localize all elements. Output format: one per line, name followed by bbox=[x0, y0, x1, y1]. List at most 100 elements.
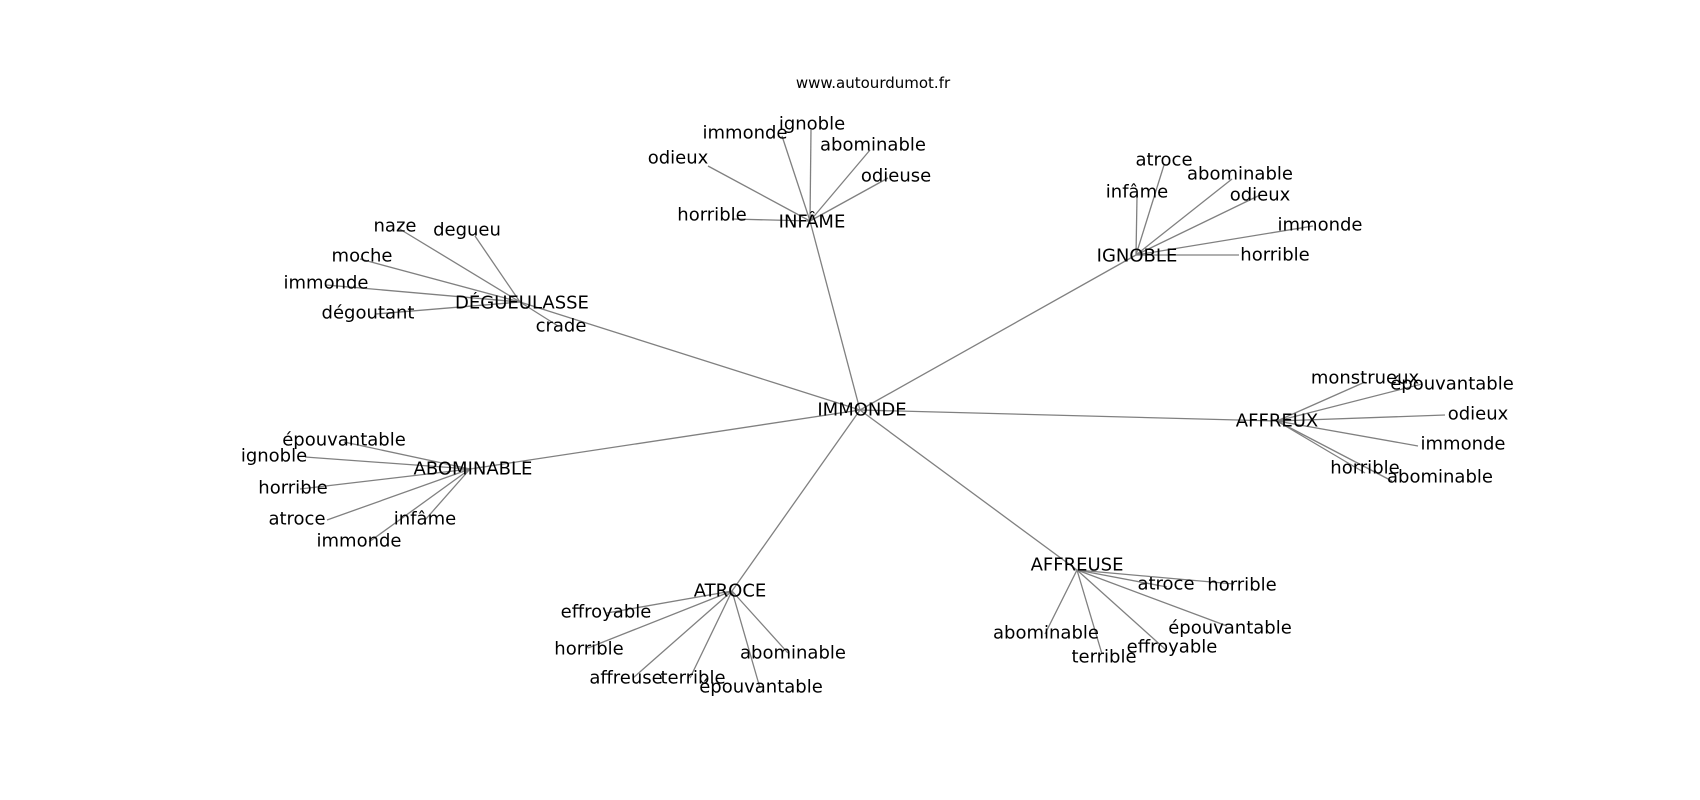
hub-node-label: ATROCE bbox=[694, 581, 767, 602]
leaf-node-label: épouvantable bbox=[1390, 374, 1514, 395]
leaf-edge-5-4 bbox=[1076, 569, 1166, 650]
leaf-edge-0-0 bbox=[781, 135, 811, 222]
center-node-label: IMMONDE bbox=[817, 400, 906, 421]
leaf-node-label: horrible bbox=[677, 205, 746, 226]
hub-node-label: AFFREUX bbox=[1236, 411, 1318, 432]
hub-node-label: DÉGUEULASSE bbox=[455, 292, 589, 314]
leaf-edge-4-0 bbox=[343, 441, 471, 470]
hub-edge-5 bbox=[859, 409, 1078, 571]
leaf-node-label: horrible bbox=[1330, 458, 1399, 479]
graph-edges bbox=[299, 129, 1446, 689]
leaf-node-label: atroce bbox=[268, 509, 325, 530]
leaf-node-label: infâme bbox=[394, 509, 456, 530]
leaf-edge-2-4 bbox=[375, 301, 521, 315]
leaf-node-label: effroyable bbox=[1127, 637, 1218, 658]
leaf-edge-6-3 bbox=[632, 590, 733, 679]
leaf-node-label: abominable bbox=[993, 623, 1099, 644]
leaf-edge-6-1 bbox=[587, 590, 733, 649]
hub-node-label: INFÂME bbox=[779, 211, 846, 233]
leaf-node-label: horrible bbox=[554, 639, 623, 660]
leaf-node-label: naze bbox=[374, 216, 417, 237]
leaf-edge-6-2 bbox=[731, 590, 789, 654]
leaf-node-label: infâme bbox=[1106, 182, 1168, 203]
leaf-node-label: immonde bbox=[1278, 215, 1363, 236]
leaf-node-label: effroyable bbox=[561, 602, 652, 623]
leaf-node-label: immonde bbox=[1421, 434, 1506, 455]
leaf-node-label: odieux bbox=[1448, 404, 1509, 425]
hub-node-label: IGNOBLE bbox=[1097, 246, 1178, 267]
leaf-edge-2-3 bbox=[325, 284, 521, 303]
leaf-node-label: horrible bbox=[1240, 245, 1309, 266]
hub-edge-6 bbox=[731, 409, 861, 592]
leaf-edge-4-4 bbox=[424, 468, 471, 521]
leaf-node-label: épouvantable bbox=[699, 677, 823, 698]
leaf-edge-1-2 bbox=[1135, 196, 1138, 256]
leaf-edge-6-0 bbox=[606, 590, 733, 614]
leaf-node-label: terrible bbox=[660, 668, 725, 689]
hub-edge-3 bbox=[859, 409, 1278, 422]
hub-node-label: ABOMINABLE bbox=[414, 459, 533, 480]
leaf-edge-5-5 bbox=[1076, 569, 1103, 655]
leaf-edge-3-3 bbox=[1276, 420, 1419, 447]
leaf-node-label: abominable bbox=[740, 643, 846, 664]
leaf-edge-0-4 bbox=[809, 177, 889, 222]
leaf-edge-5-3 bbox=[1044, 569, 1078, 635]
leaf-edge-2-5 bbox=[519, 301, 559, 327]
leaf-edge-1-4 bbox=[1135, 225, 1314, 256]
leaf-edge-5-1 bbox=[1076, 569, 1235, 585]
site-credit: www.autourdumot.fr bbox=[796, 74, 951, 92]
leaf-node-label: horrible bbox=[1207, 575, 1276, 596]
leaf-edge-3-1 bbox=[1276, 383, 1423, 422]
leaf-node-label: épouvantable bbox=[282, 430, 406, 451]
leaf-edge-4-1 bbox=[304, 456, 471, 470]
leaf-node-label: ignoble bbox=[779, 114, 845, 135]
leaf-node-label: ignoble bbox=[241, 446, 307, 467]
leaf-edge-3-5 bbox=[1276, 420, 1393, 482]
leaf-edge-6-4 bbox=[689, 590, 733, 679]
leaf-node-label: odieuse bbox=[861, 166, 931, 187]
leaf-node-label: affreuse bbox=[589, 668, 662, 689]
hub-edge-2 bbox=[519, 301, 861, 411]
leaf-node-label: odieux bbox=[1230, 185, 1291, 206]
leaf-edge-2-1 bbox=[474, 235, 521, 303]
leaf-node-label: atroce bbox=[1135, 150, 1192, 171]
leaf-node-label: immonde bbox=[284, 273, 369, 294]
hub-edge-4 bbox=[469, 409, 861, 470]
leaf-node-label: immonde bbox=[317, 531, 402, 552]
leaf-edge-5-2 bbox=[1076, 569, 1228, 627]
leaf-node-label: crade bbox=[536, 316, 587, 337]
leaf-edge-2-0 bbox=[397, 227, 521, 303]
leaf-edge-5-0 bbox=[1076, 569, 1168, 588]
leaf-edge-6-5 bbox=[731, 590, 761, 689]
leaf-edge-4-2 bbox=[299, 468, 471, 490]
hub-node-label: AFFREUSE bbox=[1031, 555, 1124, 576]
leaf-node-label: terrible bbox=[1071, 647, 1136, 668]
leaf-edge-4-5 bbox=[368, 468, 471, 543]
leaf-edge-4-3 bbox=[326, 468, 471, 521]
leaf-node-label: moche bbox=[332, 246, 393, 267]
leaf-node-label: immonde bbox=[703, 123, 788, 144]
leaf-edge-3-0 bbox=[1276, 381, 1366, 422]
leaf-edge-3-2 bbox=[1276, 414, 1446, 422]
hub-edge-0 bbox=[809, 220, 861, 411]
leaf-edge-0-5 bbox=[731, 218, 811, 222]
leaf-edge-2-2 bbox=[359, 258, 521, 303]
leaf-node-label: abominable bbox=[820, 135, 926, 156]
leaf-edge-0-2 bbox=[809, 149, 871, 222]
leaf-node-label: odieux bbox=[648, 148, 709, 169]
hub-edge-1 bbox=[859, 254, 1137, 411]
leaf-edge-3-4 bbox=[1276, 420, 1366, 474]
graph-labels: IMMONDEINFÂMEimmondeignobleabominableodi… bbox=[241, 114, 1514, 698]
leaf-node-label: atroce bbox=[1137, 574, 1194, 595]
leaf-node-label: horrible bbox=[258, 478, 327, 499]
leaf-node-label: dégoutant bbox=[322, 303, 415, 324]
leaf-edge-0-3 bbox=[707, 165, 811, 222]
leaf-edge-0-1 bbox=[809, 129, 812, 222]
leaf-edge-1-0 bbox=[1135, 164, 1165, 256]
leaf-node-label: abominable bbox=[1187, 164, 1293, 185]
leaf-node-label: épouvantable bbox=[1168, 618, 1292, 639]
leaf-node-label: abominable bbox=[1387, 467, 1493, 488]
leaf-node-label: monstrueux bbox=[1311, 368, 1420, 389]
leaf-edge-1-3 bbox=[1135, 195, 1259, 256]
